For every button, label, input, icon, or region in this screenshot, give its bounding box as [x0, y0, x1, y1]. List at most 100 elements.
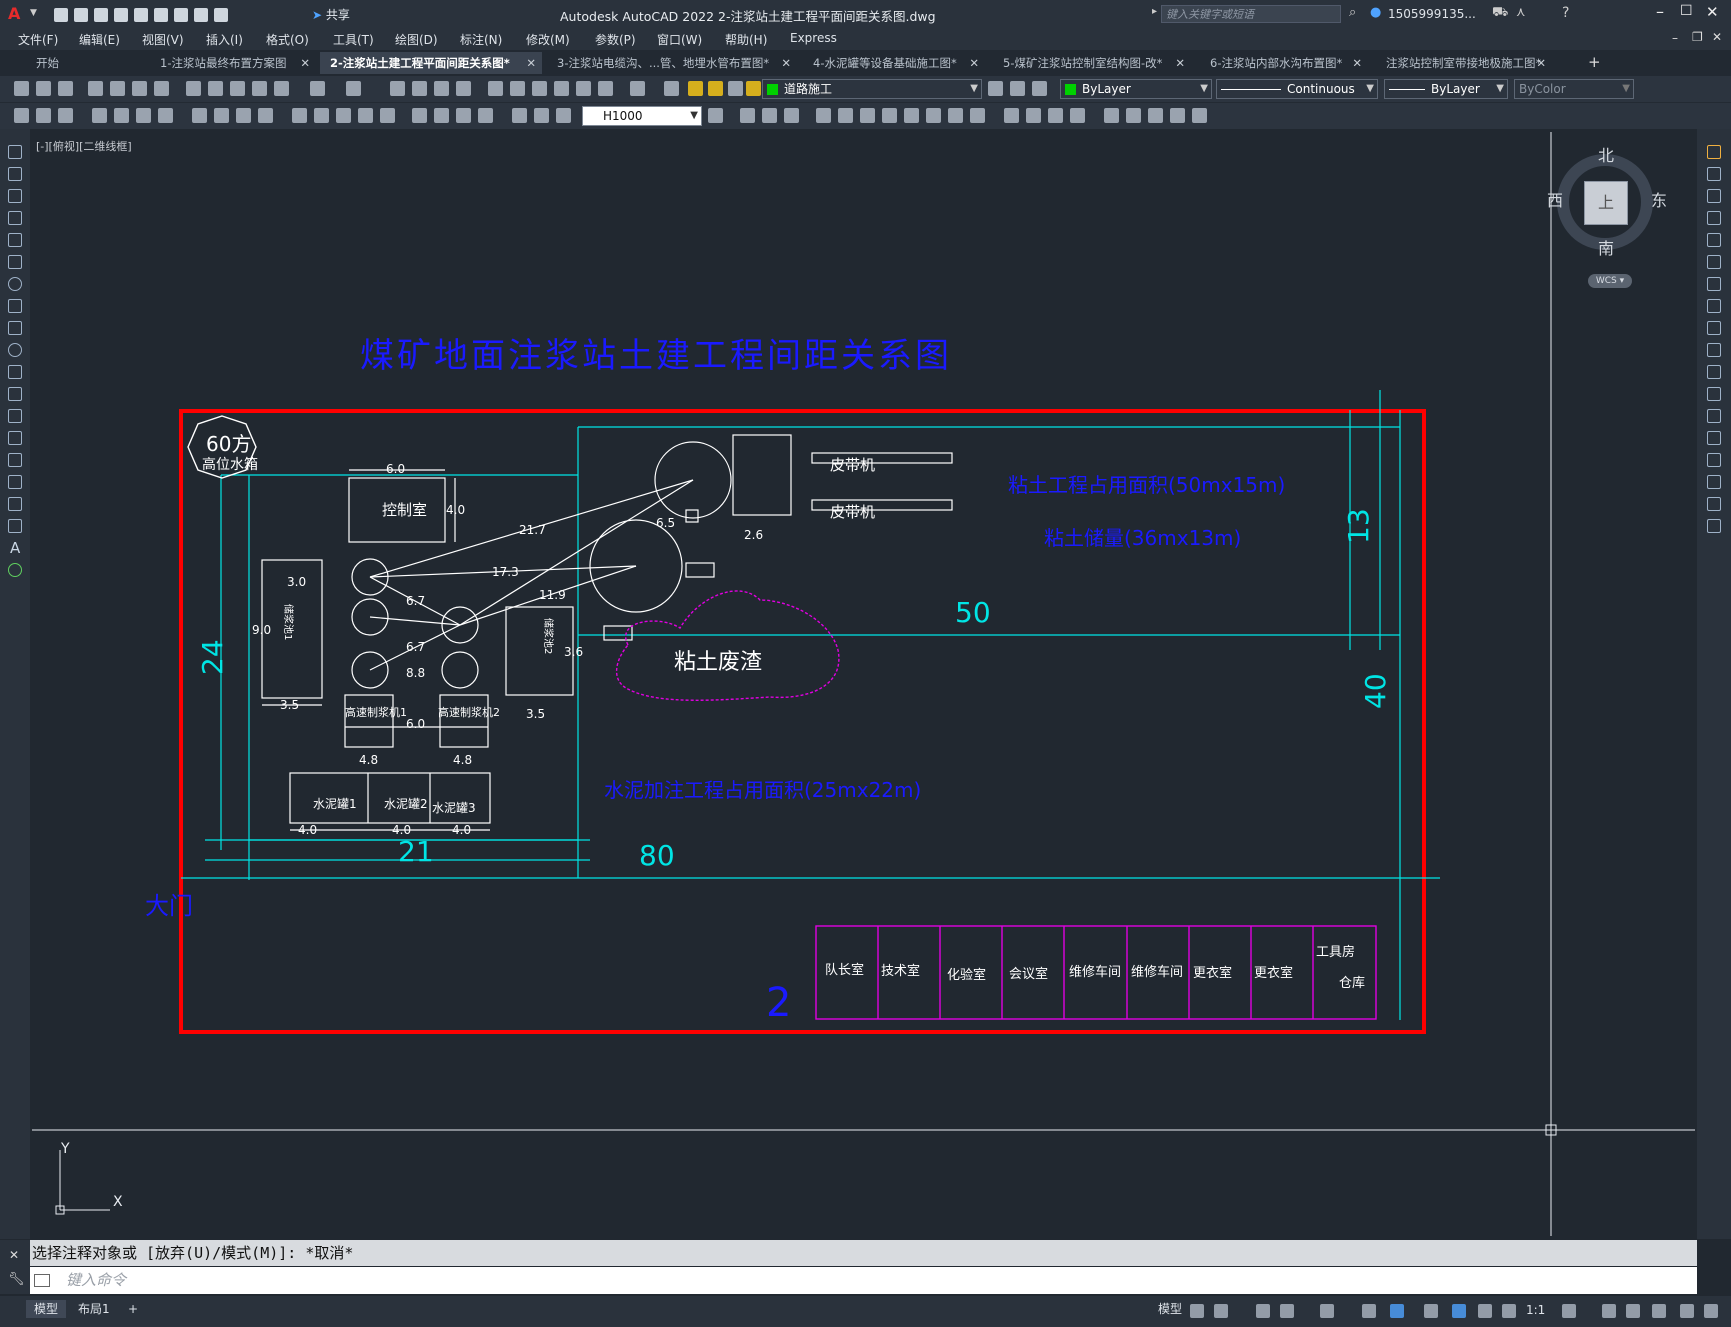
- clay-storage-label[interactable]: 粘土储量(36mx13m): [1044, 526, 1241, 550]
- fillet-icon[interactable]: [1707, 475, 1721, 489]
- object-snap-icon[interactable]: [1390, 1304, 1404, 1318]
- maximize-icon[interactable]: ☐: [1680, 3, 1693, 19]
- rotate-icon[interactable]: [1707, 277, 1721, 291]
- isodraft-icon[interactable]: [1320, 1304, 1334, 1318]
- group-icon[interactable]: [816, 108, 831, 123]
- annotation-scale-value[interactable]: 1:1: [1526, 1303, 1546, 1317]
- snap-icon[interactable]: [1214, 1304, 1228, 1318]
- menu-draw[interactable]: 绘图(D): [395, 33, 438, 47]
- move-icon[interactable]: [1707, 255, 1721, 269]
- customize-wrench-icon[interactable]: 🔧︎: [8, 1272, 25, 1287]
- modify-icon-e[interactable]: [1048, 108, 1063, 123]
- save-icon[interactable]: [58, 81, 73, 96]
- annotation-scale-icon[interactable]: [1502, 1304, 1516, 1318]
- room-lab[interactable]: 化验室: [947, 967, 986, 983]
- room-captain[interactable]: 队长室: [825, 962, 864, 978]
- undo-icon[interactable]: [194, 7, 208, 22]
- linear-dim-icon[interactable]: [92, 108, 107, 123]
- tab-file-4[interactable]: 4-水泥罐等设备基础施工图*✕: [803, 52, 985, 74]
- save-as-icon[interactable]: [114, 7, 128, 22]
- room-warehouse[interactable]: 仓库: [1339, 975, 1365, 991]
- quick-select-icon[interactable]: [926, 108, 941, 123]
- redo-icon[interactable]: [346, 81, 361, 96]
- zoom-realtime-icon[interactable]: [412, 81, 427, 96]
- modify-icon-k[interactable]: [1192, 108, 1207, 123]
- search-input[interactable]: 键入关键字或短语: [1161, 5, 1341, 23]
- menu-help[interactable]: 帮助(H): [725, 33, 768, 47]
- tab-file-7[interactable]: 注浆站控制室带接地极施工图*✕: [1376, 52, 1552, 74]
- add-selected-icon[interactable]: [8, 563, 22, 577]
- units-icon[interactable]: [1626, 1304, 1640, 1318]
- close-tab-icon[interactable]: ✕: [1352, 56, 1362, 70]
- menu-edit[interactable]: 编辑(E): [79, 33, 120, 47]
- publish-icon[interactable]: [132, 81, 147, 96]
- drawing-canvas[interactable]: Y X 煤矿地面注浆站土建工程间距关系图 24 21 80 50 40 13: [30, 129, 1697, 1239]
- storage-2[interactable]: 储浆池2: [542, 618, 555, 654]
- search-icon[interactable]: ⌕: [1349, 5, 1357, 20]
- chamfer-icon[interactable]: [1707, 453, 1721, 467]
- region-icon[interactable]: [8, 497, 22, 511]
- menu-window[interactable]: 窗口(W): [657, 33, 703, 47]
- command-prompt-icon[interactable]: [34, 1274, 50, 1287]
- close-tab-icon[interactable]: ✕: [1536, 56, 1546, 70]
- angular-dim-icon[interactable]: [258, 108, 273, 123]
- autocad-logo-icon[interactable]: A: [8, 4, 21, 23]
- draworder-above-icon[interactable]: [784, 108, 799, 123]
- linetype-dropdown[interactable]: Continuous▼: [1216, 79, 1378, 99]
- dim-style-icon[interactable]: [708, 108, 723, 123]
- color-dropdown[interactable]: ByLayer▼: [1060, 79, 1212, 99]
- group-select-icon[interactable]: [882, 108, 897, 123]
- zoom-previous-icon[interactable]: [456, 81, 471, 96]
- dim-13[interactable]: 13: [1342, 508, 1375, 544]
- site-boundary-frame[interactable]: [179, 409, 1426, 1034]
- revision-cloud-icon[interactable]: [8, 299, 22, 313]
- draworder-front-icon[interactable]: [740, 108, 755, 123]
- compass-south[interactable]: 南: [1598, 239, 1615, 258]
- zoom-window-icon[interactable]: [434, 81, 449, 96]
- group-edit-icon[interactable]: [860, 108, 875, 123]
- customization-menu-icon[interactable]: [1704, 1304, 1718, 1318]
- auto-scale-icon[interactable]: [1478, 1304, 1492, 1318]
- menu-file[interactable]: 文件(F): [18, 33, 59, 47]
- draworder-back-icon[interactable]: [762, 108, 777, 123]
- cut-icon[interactable]: [186, 81, 201, 96]
- dim-update-icon[interactable]: [556, 108, 571, 123]
- polyline-icon[interactable]: [8, 189, 22, 203]
- toolbar-icon-a[interactable]: [14, 108, 29, 123]
- modify-icon-g[interactable]: [1104, 108, 1119, 123]
- extend-icon[interactable]: [1707, 365, 1721, 379]
- menu-parametric[interactable]: 参数(P): [595, 33, 636, 47]
- qnew-icon[interactable]: [14, 81, 29, 96]
- grid-icon[interactable]: [1190, 1304, 1204, 1318]
- new-tab-plus-icon[interactable]: +: [1588, 53, 1601, 71]
- drawing-title[interactable]: 煤矿地面注浆站土建工程间距关系图: [360, 336, 952, 376]
- line-icon[interactable]: [8, 145, 22, 159]
- tab-file-6[interactable]: 6-注浆站内部水沟布置图*✕: [1200, 52, 1368, 74]
- make-current-layer-icon[interactable]: [988, 81, 1003, 96]
- viewport-controls[interactable]: [-][俯视][二维线框]: [36, 140, 132, 153]
- modify-icon-d[interactable]: [1026, 108, 1041, 123]
- array-icon[interactable]: [1707, 233, 1721, 247]
- modify-icon-b[interactable]: [970, 108, 985, 123]
- break-icon[interactable]: [1707, 409, 1721, 423]
- conveyor-2-label[interactable]: 皮带机: [830, 503, 875, 521]
- dim-24[interactable]: 24: [196, 639, 229, 675]
- tab-start[interactable]: 开始: [26, 52, 154, 74]
- modify-icon-c[interactable]: [1004, 108, 1019, 123]
- ellipse-arc-icon[interactable]: [8, 365, 22, 379]
- blend-curves-icon[interactable]: [1707, 497, 1721, 511]
- calculator-icon[interactable]: [598, 81, 613, 96]
- tab-file-5[interactable]: 5-煤矿注浆站控制室结构图-改*✕: [993, 52, 1191, 74]
- cement-tank-3[interactable]: 水泥罐3: [432, 801, 476, 815]
- quick-dim-icon[interactable]: [292, 108, 307, 123]
- user-name[interactable]: 1505999135...: [1388, 7, 1476, 21]
- spline-icon[interactable]: [8, 321, 22, 335]
- tab-file-1[interactable]: 1-注浆站最终布置方案图✕: [150, 52, 316, 74]
- continue-dim-icon[interactable]: [336, 108, 351, 123]
- minimize-icon[interactable]: –: [1656, 2, 1664, 21]
- modify-icon-f[interactable]: [1070, 108, 1085, 123]
- close-tab-icon[interactable]: ✕: [526, 56, 536, 70]
- offset-icon[interactable]: [1707, 211, 1721, 225]
- command-input[interactable]: 键入命令: [30, 1267, 1697, 1294]
- join-icon[interactable]: [1707, 431, 1721, 445]
